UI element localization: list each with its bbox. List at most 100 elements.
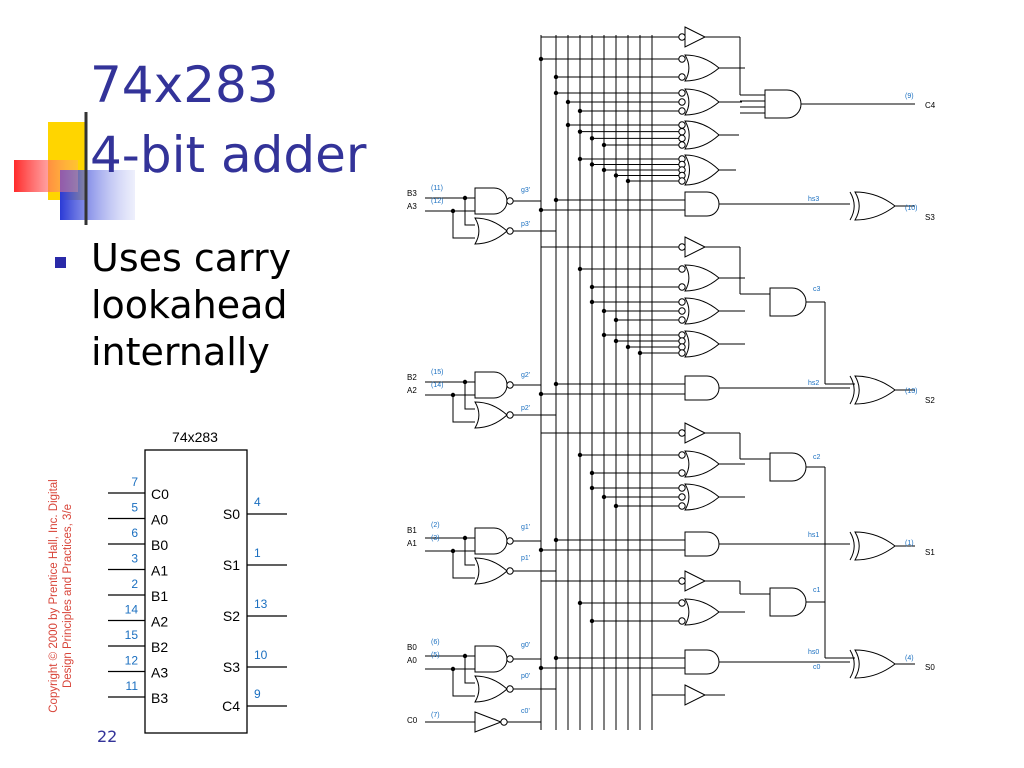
inversion-bubble <box>678 349 686 357</box>
chip-input-pin: 15 <box>125 628 139 642</box>
adder-schematic: B3(11)A3(12)B2(15)A2(14)B1(2)A1(3)B0(6)A… <box>407 26 936 733</box>
signal-label-g1: g1’ <box>521 524 531 531</box>
signal-label-p1: p1’ <box>521 555 531 562</box>
chip-input-label: A1 <box>151 563 168 579</box>
inversion-bubble <box>678 73 686 81</box>
chip-output-pin: 4 <box>254 495 261 509</box>
chip-input-pin: 12 <box>125 654 139 668</box>
xor-gate <box>854 649 896 679</box>
inversion-bubble <box>506 381 514 389</box>
inversion-bubble <box>678 502 686 510</box>
schematic-output-pin: (9) <box>905 93 914 100</box>
chip-input-pin: 2 <box>131 577 138 591</box>
signal-label-c3: c3 <box>813 286 821 293</box>
schematic-input-pin: (6) <box>431 639 440 646</box>
chip-input-pin: 5 <box>131 501 138 515</box>
chip-input-pin: 11 <box>126 679 139 693</box>
inversion-bubble <box>678 577 686 585</box>
inversion-bubble <box>678 451 686 459</box>
schematic-input-label: A0 <box>407 656 417 665</box>
or-gate <box>684 598 720 626</box>
inversion-bubble <box>678 98 686 106</box>
inversion-bubble <box>506 537 514 545</box>
xor-gate <box>854 375 896 405</box>
and-gate <box>764 89 802 119</box>
bullet-text: Uses carry lookahead internally <box>91 236 292 374</box>
schematic-output-label: C4 <box>925 101 936 110</box>
chip-input-pin: 14 <box>125 603 139 617</box>
chip-output-pin: 10 <box>254 648 268 662</box>
buffer-gate <box>684 684 707 706</box>
signal-label-hs3: hs3 <box>808 196 819 203</box>
corner-decoration <box>0 0 420 230</box>
inversion-bubble <box>678 316 686 324</box>
inversion-bubble <box>678 307 686 315</box>
signal-label-c2: c2 <box>813 454 821 461</box>
or-gate <box>684 54 720 82</box>
chip-input-label: B2 <box>151 639 168 655</box>
chip-output-label: C4 <box>222 698 240 714</box>
schematic-output-pin: (1) <box>905 540 914 547</box>
inversion-bubble <box>678 337 686 345</box>
signal-label-hs1: hs1 <box>808 532 819 539</box>
signal-label-g0: g0’ <box>521 642 531 649</box>
signal-label-p3: p3’ <box>521 221 531 228</box>
xor-gate <box>854 191 896 221</box>
inversion-bubble <box>678 343 686 351</box>
nor-gate <box>474 401 508 429</box>
inversion-bubble <box>506 411 514 419</box>
inversion-bubble <box>678 141 686 149</box>
inversion-bubble <box>678 331 686 339</box>
signal-label-g2: g2’ <box>521 372 531 379</box>
inversion-bubble <box>678 429 686 437</box>
inversion-bubble <box>678 469 686 477</box>
inversion-bubble <box>678 484 686 492</box>
chip-output-pin: 1 <box>254 546 261 560</box>
schematic-input-pin: (15) <box>431 369 443 376</box>
inversion-bubble <box>678 55 686 63</box>
or-gate <box>684 330 720 358</box>
nor-gate <box>474 557 508 585</box>
inversion-bubble <box>678 493 686 501</box>
inversion-bubble <box>678 177 686 185</box>
inversion-bubble <box>678 298 686 306</box>
slide-title-line1: 74x283 <box>90 56 279 114</box>
inversion-bubble <box>678 243 686 251</box>
chip-output-pin: 13 <box>254 597 268 611</box>
nand-gate <box>474 371 508 399</box>
schematic-input-pin: (7) <box>431 712 440 719</box>
schematic-input-label: A1 <box>407 539 417 548</box>
chip-output-pin: 9 <box>254 687 261 701</box>
slide-number: 22 <box>97 727 118 746</box>
inversion-bubble <box>506 685 514 693</box>
signal-label-c1: c1 <box>813 587 821 594</box>
chip-input-label: A2 <box>151 614 168 630</box>
or-gate <box>684 483 720 511</box>
chip-input-label: C0 <box>151 486 169 502</box>
buffer-gate <box>684 236 707 258</box>
schematic-output-label: S2 <box>925 396 935 405</box>
chip-input-label: B1 <box>151 588 168 604</box>
chip-input-label: B0 <box>151 537 168 553</box>
signal-label-c0: c0’ <box>521 708 530 715</box>
xor-gate <box>854 531 896 561</box>
schematic-input-pin: (14) <box>431 382 443 389</box>
or-gate <box>684 450 720 478</box>
schematic-output-pin: (10) <box>905 205 917 212</box>
nor-gate <box>474 217 508 245</box>
schematic-input-pin: (2) <box>431 522 440 529</box>
chip-output-label: S1 <box>223 557 240 573</box>
signal-label-p0: p0’ <box>521 673 531 680</box>
schematic-input-pin: (3) <box>431 535 440 542</box>
schematic-input-label: B2 <box>407 373 417 382</box>
schematic-input-label: C0 <box>407 716 418 725</box>
signal-label-p2: p2’ <box>521 405 531 412</box>
signal-label-hs0: hs0 <box>808 649 819 656</box>
inversion-bubble <box>500 718 508 726</box>
schematic-input-pin: (11) <box>431 185 443 192</box>
schematic-input-label: A2 <box>407 386 417 395</box>
schematic-input-label: A3 <box>407 202 417 211</box>
inversion-bubble <box>506 655 514 663</box>
schematic-input-label: B3 <box>407 189 417 198</box>
nand-gate <box>474 527 508 555</box>
